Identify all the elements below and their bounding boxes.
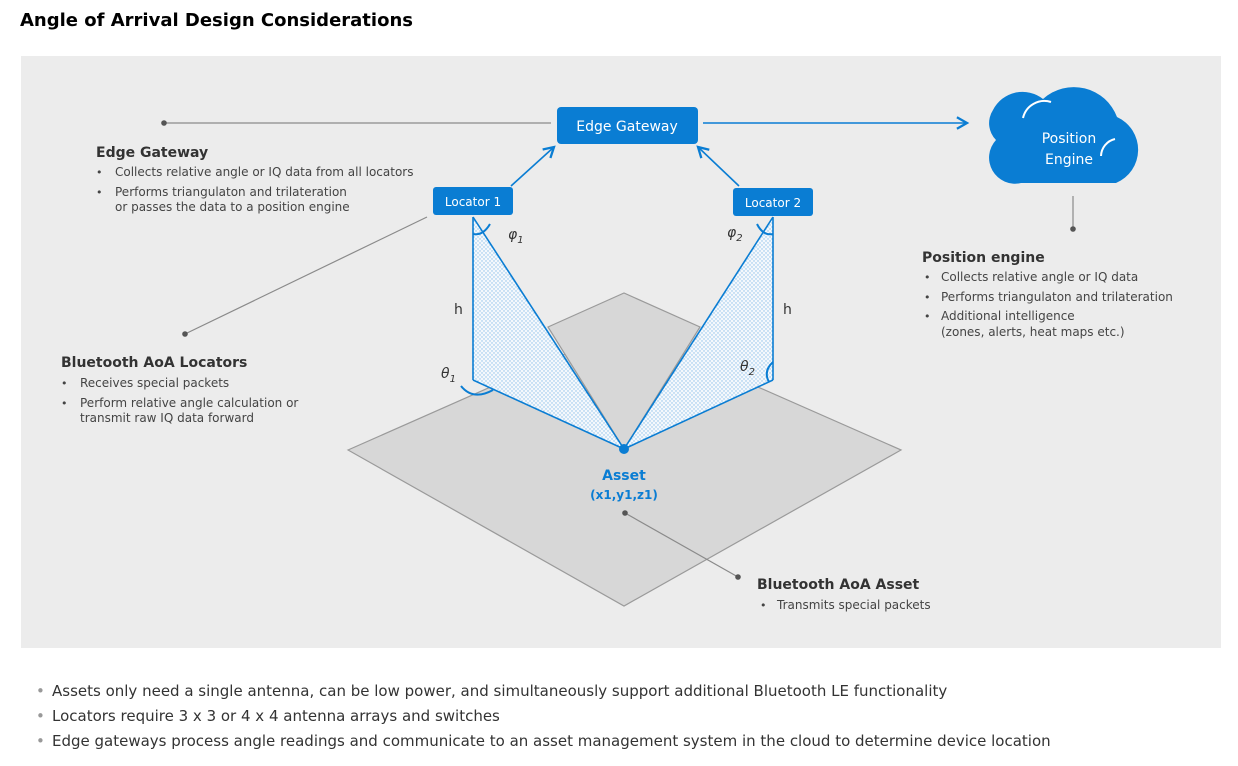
callout-bullet: Receives special packets — [80, 376, 229, 390]
asset-label: Asset — [602, 468, 646, 484]
callout-title: Edge Gateway — [96, 145, 208, 161]
notes-list: Assets only need a single antenna, can b… — [36, 680, 1051, 755]
left-base-line — [472, 379, 625, 450]
asset-leader-dot-end — [735, 574, 741, 580]
locator2-box — [733, 188, 813, 216]
asset-leader-dot-start — [622, 510, 628, 516]
asset-coordinates: (x1,y1,z1) — [590, 488, 658, 502]
height-label-right: h — [783, 302, 792, 318]
left-ray-line — [472, 216, 625, 450]
theta1-arc — [460, 385, 494, 396]
callout-title: Position engine — [922, 250, 1045, 266]
locator2-label: Locator 2 — [745, 196, 801, 210]
locator-leader-dot — [182, 331, 188, 337]
callout-bullet: Performs triangulaton and trilateration — [115, 185, 347, 199]
callout-bullet: Transmits special packets — [776, 598, 931, 612]
callout-bullet: or passes the data to a position engine — [115, 200, 350, 214]
diagram-panel: Edge Gateway Locator 1 Locator 2 Positio… — [21, 56, 1221, 648]
bullet-marker: • — [61, 397, 68, 410]
callout-title: Bluetooth AoA Asset — [757, 577, 920, 593]
callout-bullet: Perform relative angle calculation or — [80, 396, 298, 410]
callout-bullet: (zones, alerts, heat maps etc.) — [941, 325, 1125, 339]
list-item: Assets only need a single antenna, can b… — [36, 680, 1051, 705]
bullet-marker: • — [924, 291, 931, 304]
bullet-marker: • — [760, 599, 767, 612]
theta2-arc — [765, 361, 774, 383]
engine-leader-dot — [1070, 226, 1076, 232]
wall-plane — [547, 292, 701, 451]
right-ray-line — [623, 216, 774, 450]
callout-bullet: transmit raw IQ data forward — [80, 411, 254, 425]
phi2-arc — [756, 223, 774, 236]
phi1-label: φ1 — [508, 227, 524, 246]
theta2-label: θ2 — [740, 359, 755, 378]
right-base-line — [623, 379, 774, 450]
bullet-marker: • — [96, 166, 103, 179]
position-engine-label-line2: Engine — [1045, 152, 1093, 168]
phi2-label: φ2 — [727, 225, 743, 244]
aoa-diagram: Edge Gateway Locator 1 Locator 2 Positio… — [61, 87, 1173, 612]
list-item: Locators require 3 x 3 or 4 x 4 antenna … — [36, 705, 1051, 730]
theta1-label: θ1 — [441, 366, 456, 385]
arrow-locator2-to-gateway — [696, 145, 740, 187]
page-title: Angle of Arrival Design Considerations — [20, 10, 413, 31]
callout-bullet: Performs triangulaton and trilateration — [941, 290, 1173, 304]
edge-gateway-callout: Edge Gateway • Collects relative angle o… — [96, 145, 414, 214]
cloud-icon — [989, 87, 1139, 184]
height-label-left: h — [454, 302, 463, 318]
bullet-marker: • — [61, 377, 68, 390]
locator1-box — [433, 187, 513, 215]
edge-gateway-box — [557, 107, 698, 144]
callout-bullet: Collects relative angle or IQ data from … — [115, 165, 414, 179]
position-engine-callout: Position engine • Collects relative angl… — [922, 250, 1173, 339]
arrow-locator1-to-gateway — [510, 145, 556, 187]
gateway-leader-dot — [161, 120, 167, 126]
asset-leader-line — [624, 512, 739, 578]
locator1-label: Locator 1 — [445, 195, 501, 209]
position-engine-label-line1: Position — [1042, 131, 1097, 147]
callout-bullet: Collects relative angle or IQ data — [941, 270, 1138, 284]
edge-gateway-label: Edge Gateway — [576, 119, 678, 135]
asset-point — [619, 444, 629, 454]
bullet-marker: • — [96, 186, 103, 199]
callout-bullet: Additional intelligence — [941, 309, 1075, 323]
locator-leader-line — [184, 216, 428, 335]
locators-callout: Bluetooth AoA Locators • Receives specia… — [61, 355, 298, 425]
phi1-arc — [472, 223, 491, 236]
list-item: Edge gateways process angle readings and… — [36, 730, 1051, 755]
bullet-marker: • — [924, 271, 931, 284]
asset-callout: Bluetooth AoA Asset • Transmits special … — [757, 577, 931, 612]
callout-title: Bluetooth AoA Locators — [61, 355, 247, 371]
bullet-marker: • — [924, 310, 931, 323]
